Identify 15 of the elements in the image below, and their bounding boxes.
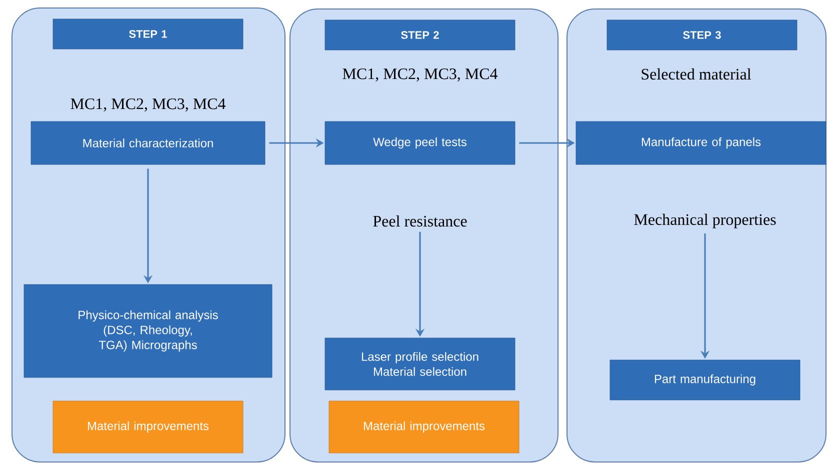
- result-text: Mechanical properties: [634, 214, 776, 228]
- process-box: Part manufacturing: [610, 360, 800, 400]
- process-box: Manufacture of panels: [576, 121, 826, 165]
- process-box: Laser profile selection Material selection: [324, 338, 516, 390]
- result-text: Peel resistance: [373, 215, 467, 227]
- material-list: Selected material: [642, 68, 751, 80]
- material-list: MC1, MC2, MC3, MC4: [342, 68, 498, 82]
- step-header: STEP 3: [606, 20, 798, 50]
- improvement-box: Material improvements: [328, 400, 520, 454]
- process-box: Physico-chemical analysis (DSC, Rheology, TGA) Micrographs: [24, 284, 272, 378]
- process-box: Wedge peel tests: [324, 121, 516, 165]
- step-header: STEP 2: [324, 20, 516, 50]
- step-header: STEP 1: [52, 18, 244, 50]
- improvement-box: Material improvements: [52, 400, 244, 454]
- process-box: Material characterization: [30, 121, 266, 165]
